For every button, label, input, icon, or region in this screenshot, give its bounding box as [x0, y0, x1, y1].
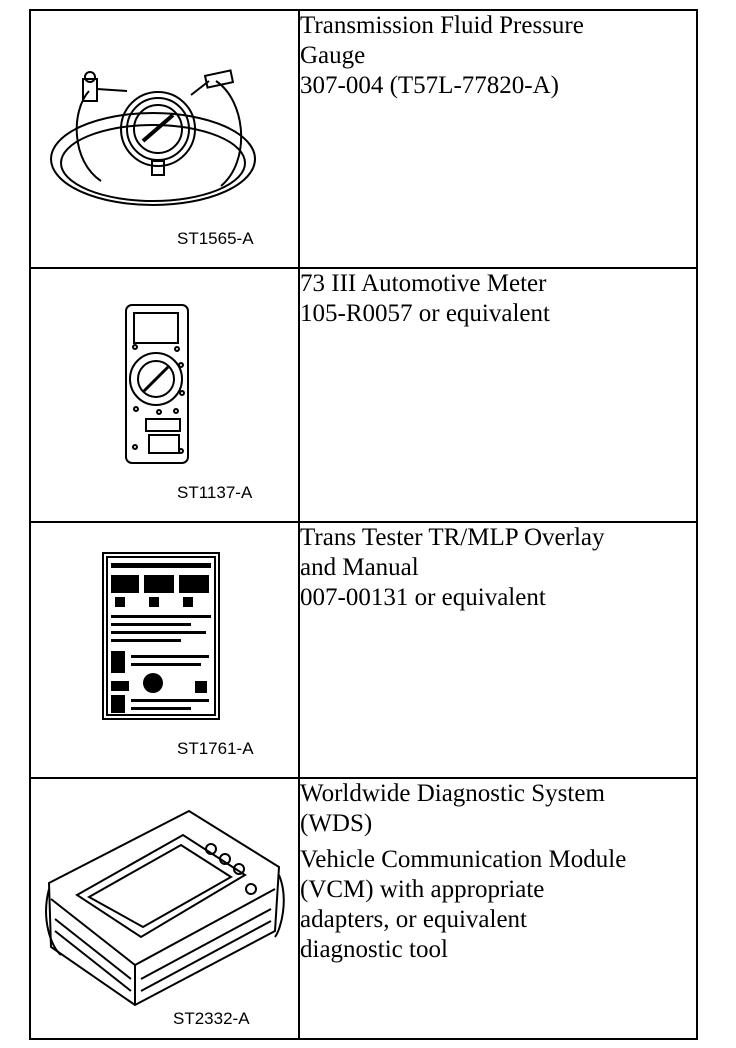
diagnostic-tablet-icon: [45, 809, 285, 1007]
image-code: ST1137-A: [177, 483, 253, 502]
multimeter-icon: [125, 304, 189, 464]
tool-description-cell: Worldwide Diagnostic System (WDS) Vehicl…: [298, 777, 698, 1040]
table-row: ST1565-A Transmission Fluid Pressure Gau…: [29, 9, 698, 269]
table-row: ST1761-A Trans Tester TR/MLP Overlay and…: [29, 521, 698, 779]
tool-name: Gauge: [300, 42, 366, 69]
tool-description-cell: Trans Tester TR/MLP Overlay and Manual 0…: [298, 521, 698, 779]
image-code: ST2332-A: [173, 1009, 250, 1028]
tool-description: Vehicle Communication Module: [300, 846, 627, 873]
tool-number: 105-R0057 or equivalent: [300, 300, 550, 327]
tool-description: diagnostic tool: [300, 936, 448, 963]
tool-description: (VCM) with appropriate: [300, 876, 545, 903]
image-code: ST1761-A: [177, 739, 254, 758]
tool-number: 007-00131 or equivalent: [300, 584, 546, 611]
tool-name: Trans Tester TR/MLP Overlay: [300, 524, 605, 551]
tool-description: adapters, or equivalent: [300, 906, 527, 933]
tool-name: (WDS): [300, 810, 373, 837]
tool-description-cell: 73 III Automotive Meter 105-R0057 or equ…: [298, 267, 698, 523]
tool-description-cell: Transmission Fluid Pressure Gauge 307-00…: [298, 9, 698, 269]
tool-illustration-cell: ST1761-A: [29, 521, 300, 779]
tool-name: 73 III Automotive Meter: [300, 270, 547, 297]
tool-name: and Manual: [300, 554, 419, 581]
image-code: ST1565-A: [177, 229, 254, 248]
pressure-gauge-icon: [50, 69, 256, 206]
special-tools-table: ST1565-A Transmission Fluid Pressure Gau…: [29, 9, 698, 1040]
tool-illustration-cell: ST1137-A: [29, 267, 300, 523]
table-row: ST2332-A Worldwide Diagnostic System (WD…: [29, 777, 698, 1040]
tool-illustration-cell: ST1565-A: [29, 9, 300, 269]
overlay-sheet-icon: [102, 552, 220, 720]
tool-illustration-cell: ST2332-A: [29, 777, 300, 1040]
tool-number: 307-004 (T57L-77820-A): [300, 72, 559, 99]
tool-name: Worldwide Diagnostic System: [300, 780, 605, 807]
tool-name: Transmission Fluid Pressure: [300, 12, 584, 39]
table-row: ST1137-A 73 III Automotive Meter 105-R00…: [29, 267, 698, 523]
